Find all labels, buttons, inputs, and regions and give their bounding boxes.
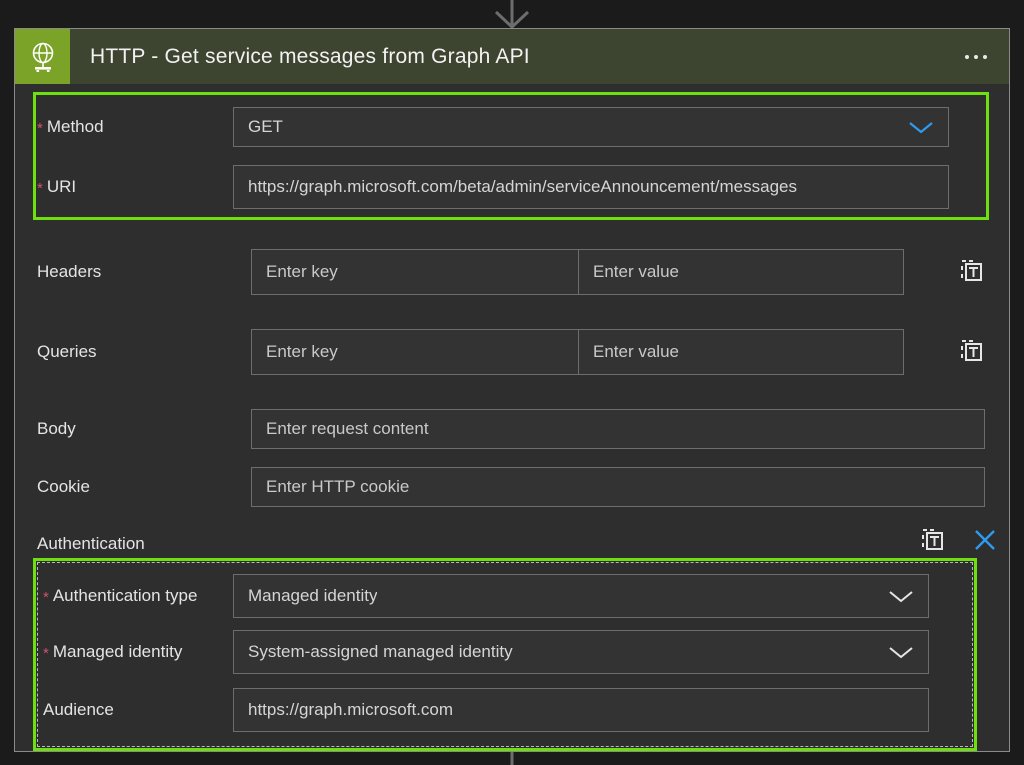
managed-identity-label: * Managed identity xyxy=(15,642,233,662)
queries-key-placeholder: Enter key xyxy=(266,342,338,361)
cookie-input[interactable]: Enter HTTP cookie xyxy=(251,467,985,507)
cookie-placeholder: Enter HTTP cookie xyxy=(266,477,410,496)
required-indicator: * xyxy=(43,589,49,606)
audience-row: Audience https://graph.microsoft.com xyxy=(15,688,1009,732)
method-dropdown[interactable]: GET xyxy=(233,107,949,147)
cookie-label-text: Cookie xyxy=(37,477,90,496)
managed-identity-row: * Managed identity System-assigned manag… xyxy=(15,630,1009,674)
headers-key-placeholder: Enter key xyxy=(266,262,338,281)
body-label: Body xyxy=(15,419,251,439)
switch-to-text-mode-icon[interactable] xyxy=(959,338,985,364)
headers-label-text: Headers xyxy=(37,262,102,281)
required-indicator: * xyxy=(37,120,43,137)
managed-identity-dropdown[interactable]: System-assigned managed identity xyxy=(233,630,929,674)
managed-identity-label-text: Managed identity xyxy=(52,642,183,661)
body-label-text: Body xyxy=(37,419,76,438)
outgoing-connector xyxy=(510,752,514,765)
method-row: * Method GET xyxy=(15,107,1009,147)
switch-to-text-mode-icon[interactable] xyxy=(959,258,985,284)
uri-label-text: URI xyxy=(46,177,77,196)
queries-value-placeholder: Enter value xyxy=(593,342,679,361)
cookie-row: Cookie Enter HTTP cookie xyxy=(15,467,1009,507)
authentication-section-label: Authentication xyxy=(37,534,145,553)
authentication-type-dropdown[interactable]: Managed identity xyxy=(233,574,929,618)
uri-row: * URI https://graph.microsoft.com/beta/a… xyxy=(15,165,1009,209)
audience-label: Audience xyxy=(15,700,233,720)
queries-row: Queries Enter key Enter value xyxy=(15,329,1009,375)
cookie-label: Cookie xyxy=(15,477,251,497)
method-label-text: Method xyxy=(46,117,104,136)
incoming-connector xyxy=(494,0,530,28)
chevron-down-icon[interactable] xyxy=(908,120,934,134)
method-value: GET xyxy=(248,117,283,136)
queries-value-input[interactable]: Enter value xyxy=(579,329,904,375)
headers-value-input[interactable]: Enter value xyxy=(579,249,904,295)
managed-identity-value: System-assigned managed identity xyxy=(248,642,513,661)
card-body: * Method GET * URI https://graph.micros xyxy=(15,84,1009,751)
card-title: HTTP - Get service messages from Graph A… xyxy=(90,44,530,68)
authentication-type-value: Managed identity xyxy=(248,586,378,605)
authentication-type-row: * Authentication type Managed identity xyxy=(15,574,1009,618)
close-icon[interactable] xyxy=(970,525,1000,555)
required-indicator: * xyxy=(37,180,43,197)
method-label: * Method xyxy=(15,117,233,137)
body-input[interactable]: Enter request content xyxy=(251,409,985,449)
uri-label: * URI xyxy=(15,177,233,197)
body-placeholder: Enter request content xyxy=(266,419,429,438)
authentication-type-label: * Authentication type xyxy=(15,586,233,606)
queries-label-text: Queries xyxy=(37,342,97,361)
http-action-card[interactable]: HTTP - Get service messages from Graph A… xyxy=(14,28,1010,752)
chevron-down-icon[interactable] xyxy=(888,589,914,603)
headers-key-input[interactable]: Enter key xyxy=(251,249,579,295)
switch-to-text-mode-icon[interactable] xyxy=(920,527,946,553)
uri-value: https://graph.microsoft.com/beta/admin/s… xyxy=(248,177,797,196)
audience-label-text: Audience xyxy=(43,700,114,719)
queries-key-input[interactable]: Enter key xyxy=(251,329,579,375)
more-options-icon[interactable] xyxy=(961,49,991,65)
body-row: Body Enter request content xyxy=(15,409,1009,449)
card-header[interactable]: HTTP - Get service messages from Graph A… xyxy=(15,29,1009,84)
authentication-type-label-text: Authentication type xyxy=(52,586,198,605)
audience-value: https://graph.microsoft.com xyxy=(248,700,454,719)
headers-row: Headers Enter key Enter value xyxy=(15,249,1009,295)
uri-input[interactable]: https://graph.microsoft.com/beta/admin/s… xyxy=(233,165,949,209)
headers-label: Headers xyxy=(15,262,251,282)
required-indicator: * xyxy=(43,645,49,662)
audience-input[interactable]: https://graph.microsoft.com xyxy=(233,688,929,732)
headers-value-placeholder: Enter value xyxy=(593,262,679,281)
chevron-down-icon[interactable] xyxy=(888,645,914,659)
globe-network-icon xyxy=(15,29,70,84)
queries-label: Queries xyxy=(15,342,251,362)
